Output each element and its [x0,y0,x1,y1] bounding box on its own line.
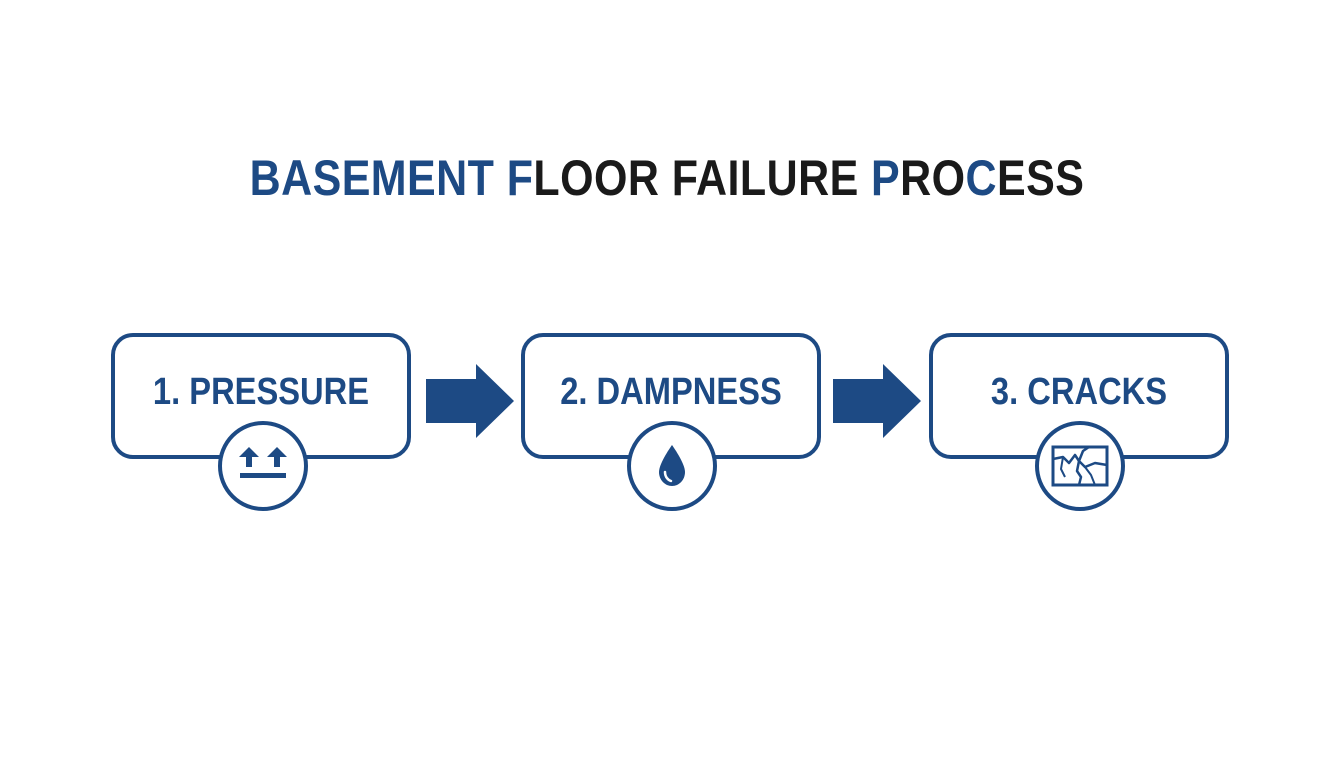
title-segment: RO [900,150,966,206]
water-drop-icon [627,421,717,511]
title-segment: P [871,150,901,206]
title-segment: C [965,150,998,206]
diagram-title: BASEMENT FLOOR FAILURE PROCESS [93,148,1240,208]
title-segment: ESS [997,150,1085,206]
arrow-right-icon [426,364,514,438]
upward-pressure-arrows-icon [218,421,308,511]
title-segment: LOOR FAILURE [533,150,872,206]
title-segment: BASEMENT F [249,150,534,206]
step-dampness-label: 2. DAMPNESS [560,371,782,413]
step-cracks-label: 3. CRACKS [990,371,1168,413]
arrow-right-icon [833,364,921,438]
step-pressure-label: 1. PRESSURE [152,371,370,413]
cracked-floor-icon [1035,421,1125,511]
